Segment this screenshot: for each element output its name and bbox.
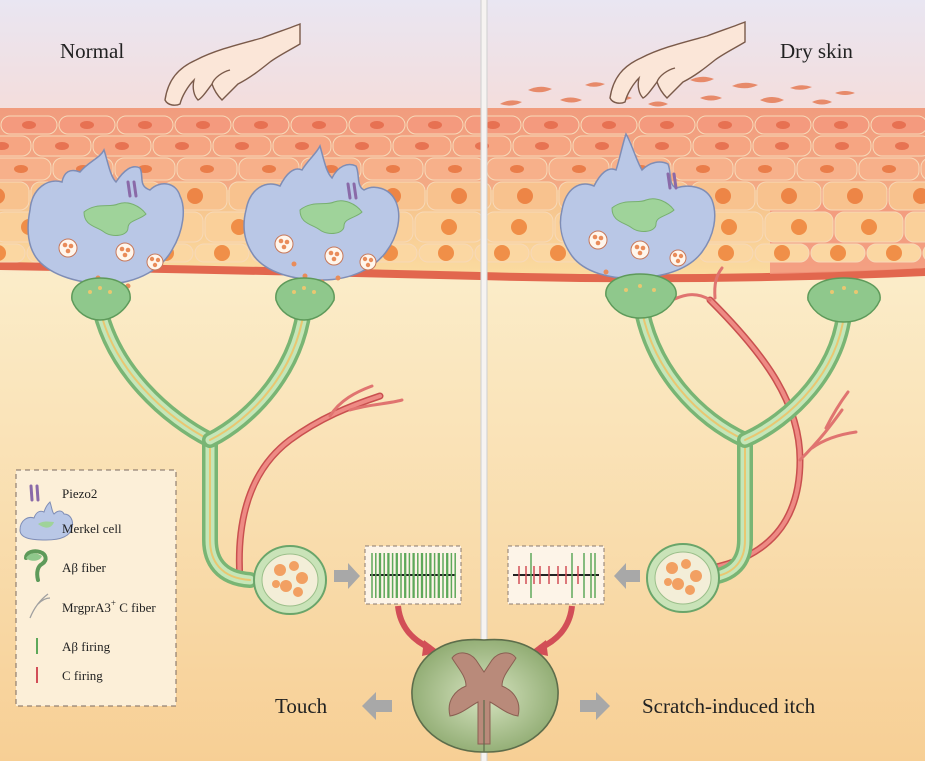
outcome-arrow-right bbox=[580, 692, 610, 720]
legend-label-abeta-fiber: Aβ fiber bbox=[62, 560, 106, 575]
legend-label-c-fiber: MrgprA3+ C fiber bbox=[62, 598, 156, 615]
panel-title-left: Normal bbox=[60, 39, 124, 63]
panel-title-right: Dry skin bbox=[780, 39, 853, 63]
panel-divider bbox=[481, 0, 487, 761]
firing-box-right bbox=[507, 545, 605, 605]
legend-label-c-firing: C firing bbox=[62, 668, 103, 683]
abeta-fiber-left bbox=[90, 292, 313, 588]
legend-label-abeta-firing: Aβ firing bbox=[62, 639, 111, 654]
hand-right-icon bbox=[609, 20, 746, 104]
c-fiber-icon bbox=[29, 593, 51, 619]
outcome-left: Touch bbox=[275, 694, 328, 718]
spinal-cord bbox=[411, 638, 559, 753]
nerve-bundle-right bbox=[646, 543, 720, 613]
abeta-fiber-right bbox=[632, 292, 853, 586]
outcome-arrow-left bbox=[362, 692, 392, 720]
c-fiber-right bbox=[666, 266, 858, 574]
legend: Piezo2 Merkel cell Aβ fiber MrgprA3+ C f… bbox=[15, 469, 177, 707]
merkel-cell-icon bbox=[19, 501, 73, 541]
legend-label-piezo2: Piezo2 bbox=[62, 486, 97, 501]
firing-box-left bbox=[364, 545, 462, 605]
piezo2-channels bbox=[126, 172, 678, 200]
abeta-fiber-icon bbox=[24, 549, 48, 582]
skin-flakes bbox=[500, 76, 855, 107]
hand-left-icon bbox=[164, 22, 301, 106]
fiber-terminals bbox=[71, 273, 881, 323]
gray-arrow-right bbox=[614, 563, 640, 589]
outcome-right: Scratch-induced itch bbox=[642, 694, 816, 718]
legend-label-merkel-cell: Merkel cell bbox=[62, 521, 122, 536]
nerve-bundle-left bbox=[253, 545, 327, 615]
c-fiber-left bbox=[235, 384, 404, 584]
piezo2-icon bbox=[29, 484, 40, 502]
gray-arrow-left bbox=[334, 563, 360, 589]
